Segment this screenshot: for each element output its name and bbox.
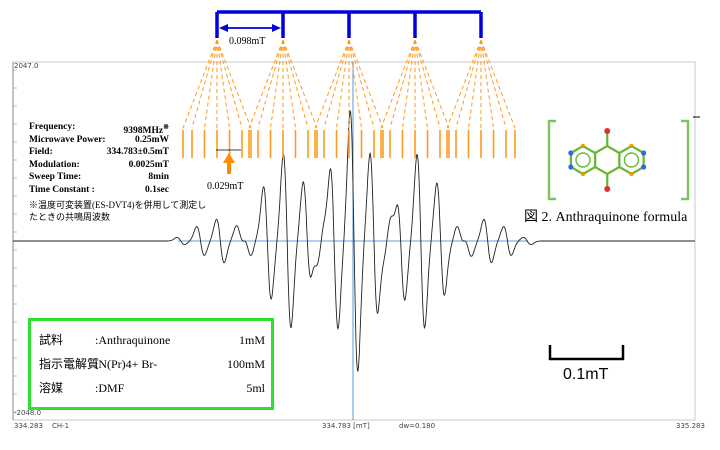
split-dash	[323, 39, 350, 129]
split-dash	[414, 39, 428, 129]
small-spacing-arrow-shaft	[227, 162, 231, 174]
split-dash	[348, 39, 375, 129]
ring-atom	[641, 150, 647, 156]
quartet-spacing-label: 0.098mT	[229, 36, 266, 47]
y-tick-bottom: -2048.0	[14, 409, 42, 417]
dw-label: dw=0.180	[399, 422, 436, 430]
ring-atom	[641, 164, 647, 170]
parameters-note: ※温度可変装置(ES-DVT4)を併用して測定したときの共鳴周波数	[29, 200, 207, 222]
split-dash	[216, 39, 252, 129]
split-dash	[282, 39, 309, 129]
param-row: Field:334.783±0.5mT	[29, 147, 169, 158]
sample-row: 指示電解質 :N(Pr)4+ Br- 100mM	[39, 357, 265, 371]
small-spacing-label: 0.029mT	[207, 181, 244, 192]
measurement-parameters: Frequency:9398MHz※ Microwave Power:0.25m…	[29, 121, 169, 197]
y-axis-ticks	[13, 69, 17, 413]
split-dash	[414, 39, 450, 129]
split-dash	[446, 39, 482, 129]
param-row: Microwave Power:0.25mW	[29, 134, 169, 145]
ring-3	[618, 144, 645, 176]
ring-atom	[629, 143, 634, 149]
hyperfine-tree	[182, 10, 516, 174]
param-row: Frequency:9398MHz※	[29, 122, 169, 137]
param-row: Time Constant :0.1sec	[29, 184, 169, 195]
sample-conditions-box: 試料 :Anthraquinone 1mM 指示電解質 :N(Pr)4+ Br-…	[28, 318, 274, 410]
param-row: Sweep Time:8min	[29, 172, 169, 183]
split-dash	[480, 39, 516, 129]
split-dash	[480, 39, 507, 129]
structure-caption: 図 2. Anthraquinone formula	[524, 210, 688, 225]
ring-1	[569, 144, 597, 176]
split-dash	[191, 39, 218, 129]
arrow-head-left	[219, 24, 228, 32]
split-dash	[348, 39, 362, 129]
scale-bar-label: 0.1mT	[563, 366, 609, 383]
y-tick-top: 2047.0	[14, 62, 39, 70]
split-dash	[282, 39, 296, 129]
split-dash	[314, 39, 350, 129]
split-dash	[216, 39, 230, 129]
split-dash	[282, 39, 318, 129]
bracket-right	[681, 119, 690, 201]
split-dash	[182, 39, 218, 129]
split-dash	[468, 39, 482, 129]
split-dash	[348, 39, 384, 129]
small-spacing-arrowhead	[223, 153, 235, 163]
x-tick-start: 334.283	[14, 422, 43, 430]
x-tick-center: 334.783 [mT]	[322, 422, 370, 430]
oxygen-atom-top	[604, 128, 611, 134]
aromatic-circle	[575, 152, 591, 168]
split-dash	[204, 39, 218, 129]
arrow-head-right	[272, 24, 281, 32]
ring-atom	[568, 164, 574, 170]
bracket-left	[547, 119, 556, 201]
split-dash	[257, 39, 284, 129]
spectrum-trace	[13, 109, 695, 373]
split-dash	[380, 39, 416, 129]
ring-atom	[580, 143, 586, 149]
split-dash	[480, 39, 494, 129]
scale-bar	[548, 345, 625, 361]
x-tick-end: 335.283	[676, 422, 705, 430]
ring-atom	[568, 150, 574, 156]
split-dash	[455, 39, 482, 129]
oxygen-atom-bottom	[604, 186, 611, 192]
split-dash	[248, 39, 284, 129]
sample-row: 溶媒 :DMF 5ml	[39, 381, 265, 395]
param-row: Modulation:0.0025mT	[29, 159, 169, 170]
split-dash	[389, 39, 416, 129]
split-dash	[216, 39, 243, 129]
split-dash	[270, 39, 284, 129]
split-dash	[402, 39, 416, 129]
split-dash	[414, 39, 441, 129]
split-dash	[336, 39, 350, 129]
ring-2	[593, 144, 621, 176]
aromatic-circle	[623, 152, 640, 168]
anthraquinone-structure	[547, 116, 700, 201]
sample-row: 試料 :Anthraquinone 1mM	[39, 333, 265, 347]
channel-label: CH-1	[52, 422, 70, 430]
ring-atom	[629, 171, 634, 177]
ring-atom	[580, 171, 586, 177]
